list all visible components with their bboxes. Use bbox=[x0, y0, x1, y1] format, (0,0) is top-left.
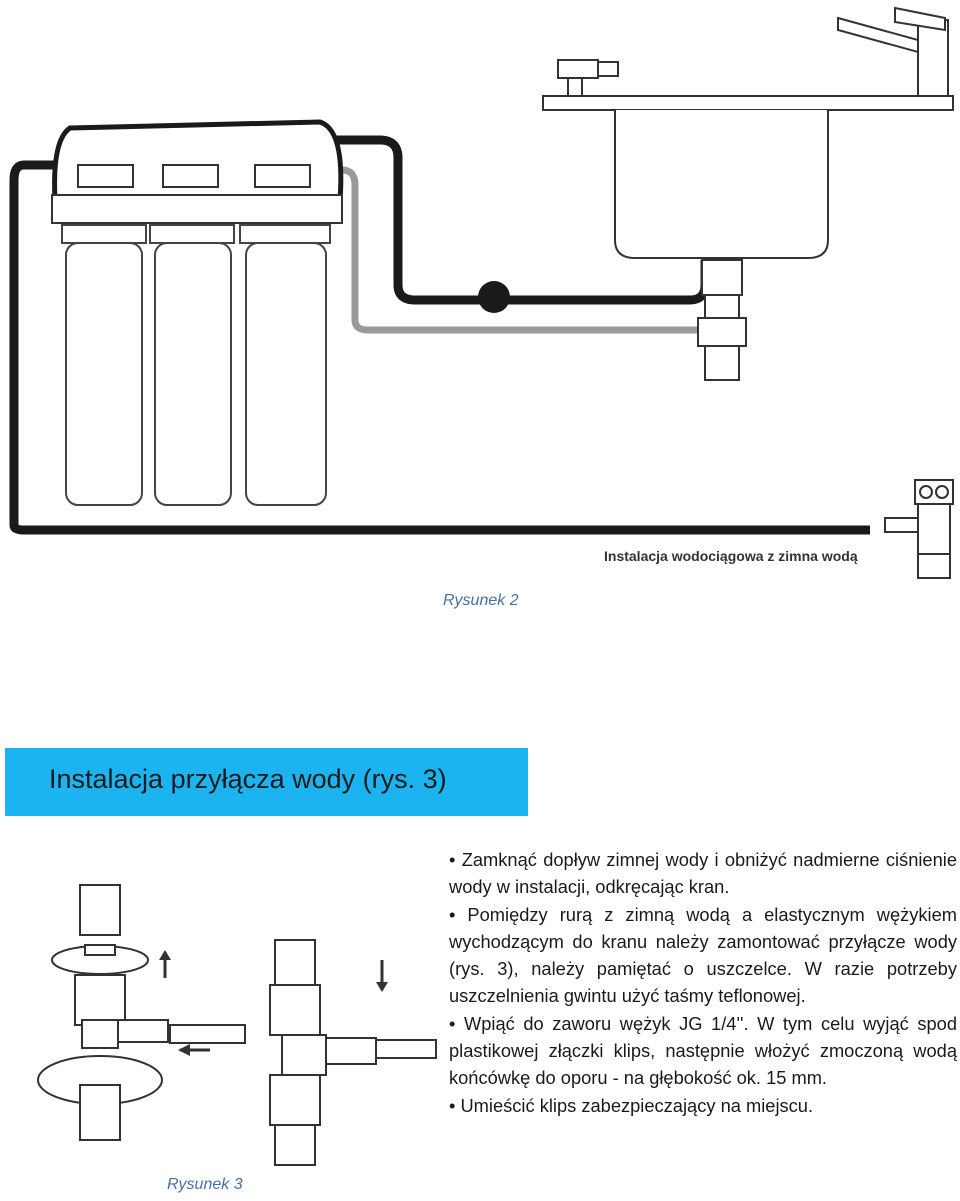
filter-installation-diagram bbox=[9, 6, 954, 579]
section-title: Instalacja przyłącza wody (rys. 3) bbox=[49, 764, 447, 794]
figure-2-illustration: Instalacja wodociągowa z zimna wodą bbox=[0, 0, 960, 590]
figure-3-illustration bbox=[20, 860, 440, 1180]
figure-2-label: Instalacja wodociągowa z zimna wodą bbox=[604, 548, 858, 564]
filter-head-housing bbox=[52, 119, 344, 203]
figure-3-caption: Rysunek 3 bbox=[167, 1176, 243, 1193]
figure-2-caption: Rysunek 2 bbox=[443, 592, 519, 609]
filter-housing-1 bbox=[61, 224, 147, 506]
tube-grey bbox=[335, 166, 700, 334]
water-connection-valve bbox=[884, 479, 954, 579]
connector-assembly-diagram bbox=[37, 884, 437, 1166]
assembled-connector bbox=[269, 939, 437, 1166]
exploded-connector bbox=[37, 884, 246, 1141]
filter-housing-3 bbox=[239, 224, 331, 506]
tube-junction bbox=[478, 281, 510, 313]
faucet bbox=[837, 6, 949, 97]
section-banner: Instalacja przyłącza wody (rys. 3) bbox=[5, 748, 528, 816]
instruction-item: • Umieścić klips zabezpieczający na miej… bbox=[449, 1094, 814, 1116]
sink-countertop bbox=[542, 95, 954, 111]
tube-black-bottom bbox=[9, 160, 870, 535]
sink-basin bbox=[614, 110, 829, 259]
instruction-item: • Wpiąć do zaworu wężyk JG 1/4''. W tym … bbox=[449, 1012, 957, 1089]
instruction-list: • Zamknąć dopływ zimnej wody i obniżyć n… bbox=[449, 846, 957, 1119]
instruction-item: • Zamknąć dopływ zimnej wody i obniżyć n… bbox=[449, 849, 957, 898]
countertop-valve bbox=[557, 59, 619, 97]
filter-housing-2 bbox=[149, 224, 235, 506]
instruction-item: • Pomiędzy rurą z zimną wodą a elastyczn… bbox=[449, 903, 957, 1007]
